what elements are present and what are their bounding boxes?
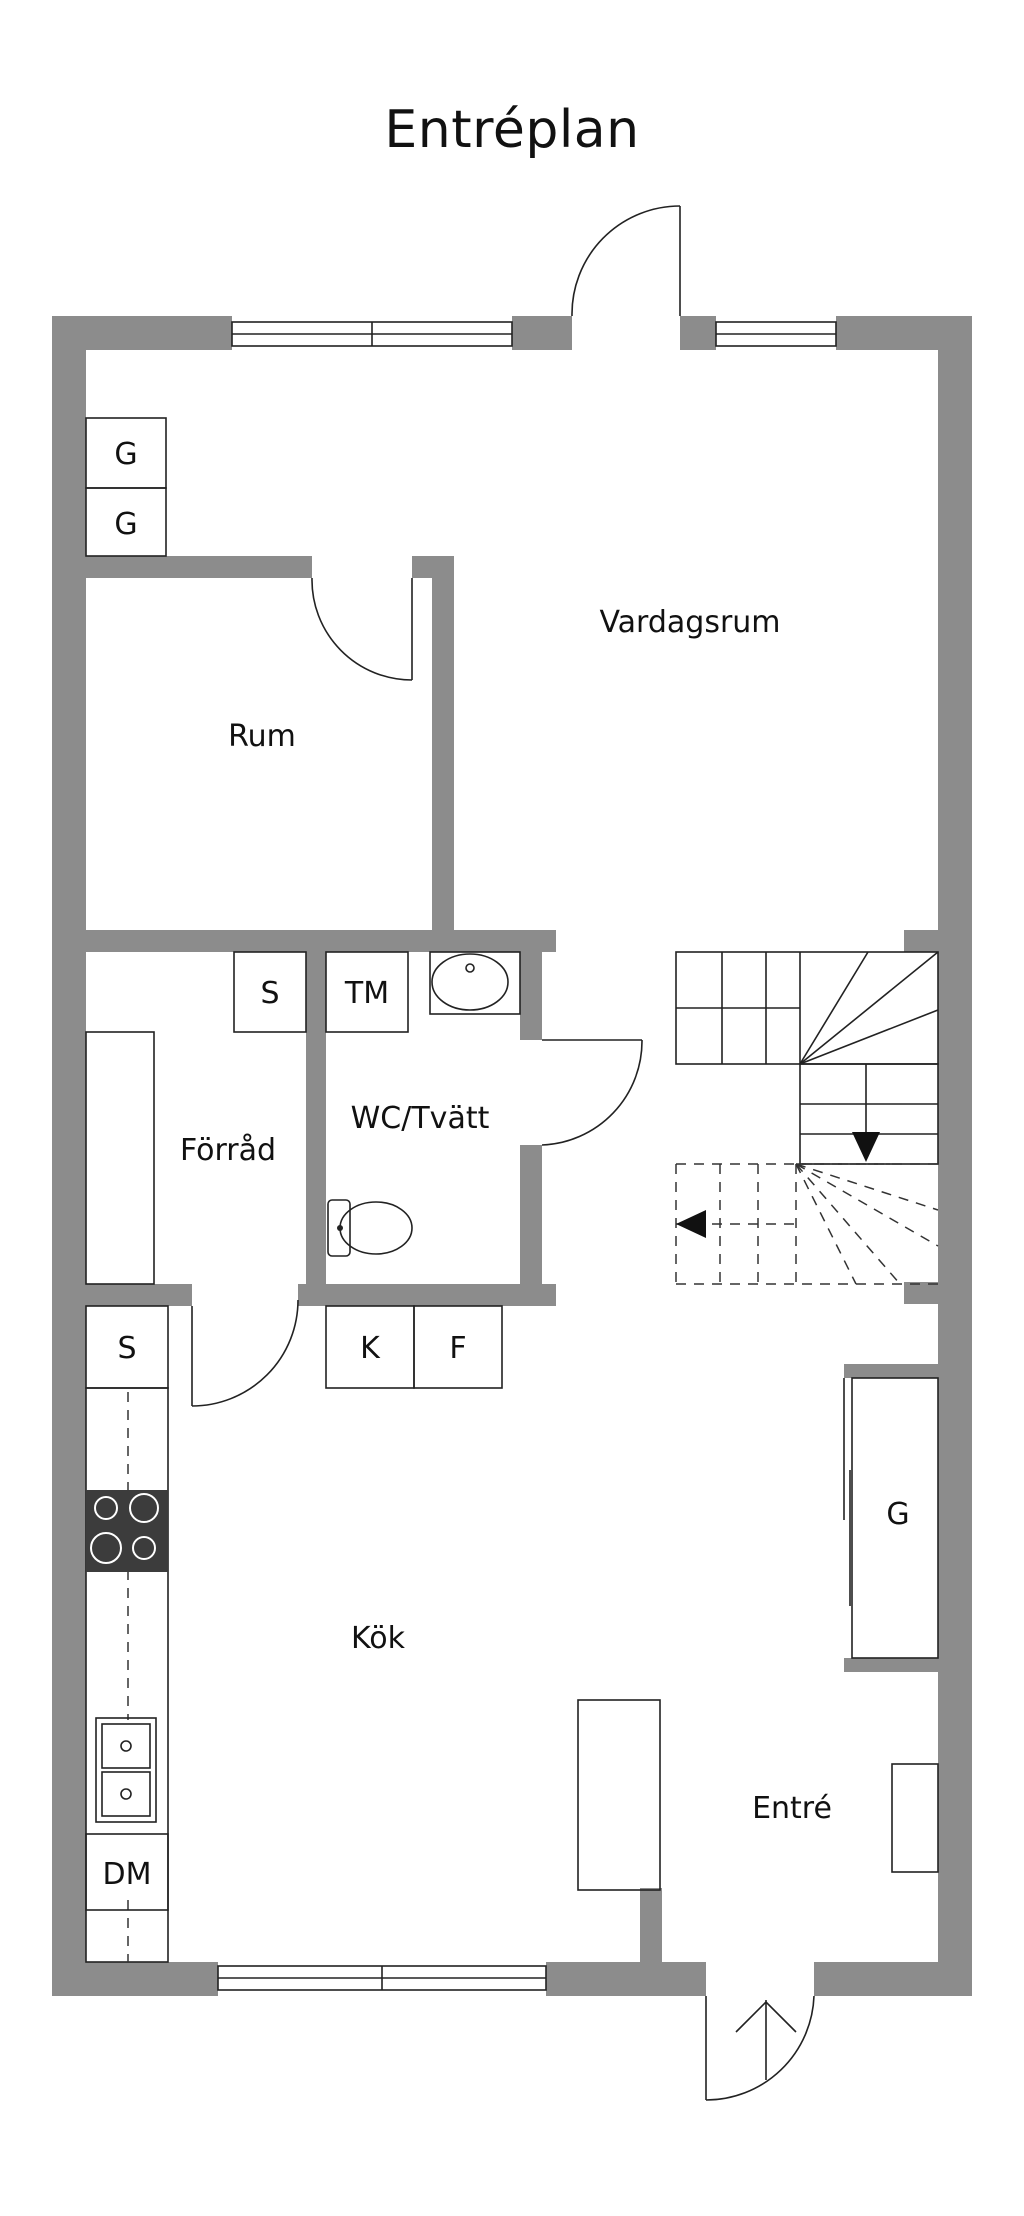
wall-wc-bottom [298,1284,556,1306]
doors [191,205,851,2101]
wall-bottom-c [814,1962,972,1996]
wall-rum-right-upper [432,556,454,934]
wall-top-a [52,316,232,350]
label-entre: Entré [752,1791,832,1826]
label-dm: DM [103,1857,152,1892]
wc-basin-counter [429,951,521,1015]
wall-rum-bottom [86,930,556,952]
dishwasher-dm [85,1833,169,1911]
cabinet-g-2 [85,487,167,557]
appliance-f [413,1305,503,1389]
shelf-s-forrad [233,951,307,1033]
forrad-shelf [85,1031,155,1285]
entre-bench [577,1699,661,1891]
wall-forrad-wc [306,950,326,1290]
wall-wc-right-b [520,1145,542,1290]
wall-top-b [512,316,572,350]
wall-rum-top-a [86,556,312,578]
interior-walls [86,556,938,1964]
wall-right [938,316,972,1996]
label-g-2: G [114,507,137,542]
wall-closet-top [844,1364,938,1378]
kitchen-sink [95,1717,157,1823]
label-forrad: Förråd [180,1133,276,1168]
stair-arrow-down-head [852,1132,880,1162]
fixture-labels: G G S TM S K F G DM [103,437,910,1892]
wall-stair-stub-b [904,1282,938,1304]
stove [86,1490,168,1572]
label-k: K [360,1331,381,1366]
label-s-kok: S [117,1331,136,1366]
label-vardagsrum: Vardagsrum [599,605,780,640]
label-wc-tvatt: WC/Tvätt [351,1101,490,1136]
outer-walls [52,316,972,1996]
label-g-1: G [114,437,137,472]
wall-left [52,316,86,1996]
label-f: F [449,1331,466,1366]
wall-wc-right-a [520,950,542,1040]
kitchen-counter [85,1387,169,1963]
door-forrad-arc [191,1299,299,1407]
door-rum-arc [311,577,413,681]
label-s-forrad: S [260,976,279,1011]
wall-bottom-b [546,1962,706,1996]
label-tm: TM [344,976,389,1011]
wc-basin [431,953,509,1011]
closet-g [851,1377,939,1659]
room-labels: Vardagsrum Rum Förråd WC/Tvätt Kök Entré [180,605,832,1826]
door-top-arc [571,205,681,317]
wall-entre-divider [640,1888,662,1964]
wall-top-c [680,316,716,350]
door-entre-arc [705,1995,815,2101]
stair-arrow-left-head [676,1210,706,1238]
wall-closet-bottom [844,1658,938,1672]
dryer-tm [325,951,409,1033]
wc-toilet-tank [327,1199,351,1257]
label-kok: Kök [351,1621,406,1656]
windows [217,321,837,1991]
wall-forrad-bottom [86,1284,192,1306]
wall-top-d [836,316,972,350]
door-wc-arc [541,1039,643,1146]
stairs [675,951,939,1285]
wall-bottom-a [52,1962,218,1996]
wall-stair-stub [904,930,938,952]
entre-cabinet [891,1763,939,1873]
fixtures [85,417,939,1963]
label-rum: Rum [228,719,296,754]
plan-title: Entréplan [384,100,640,160]
label-g-entre: G [886,1497,909,1532]
entrance-arrow-head [735,2000,797,2033]
